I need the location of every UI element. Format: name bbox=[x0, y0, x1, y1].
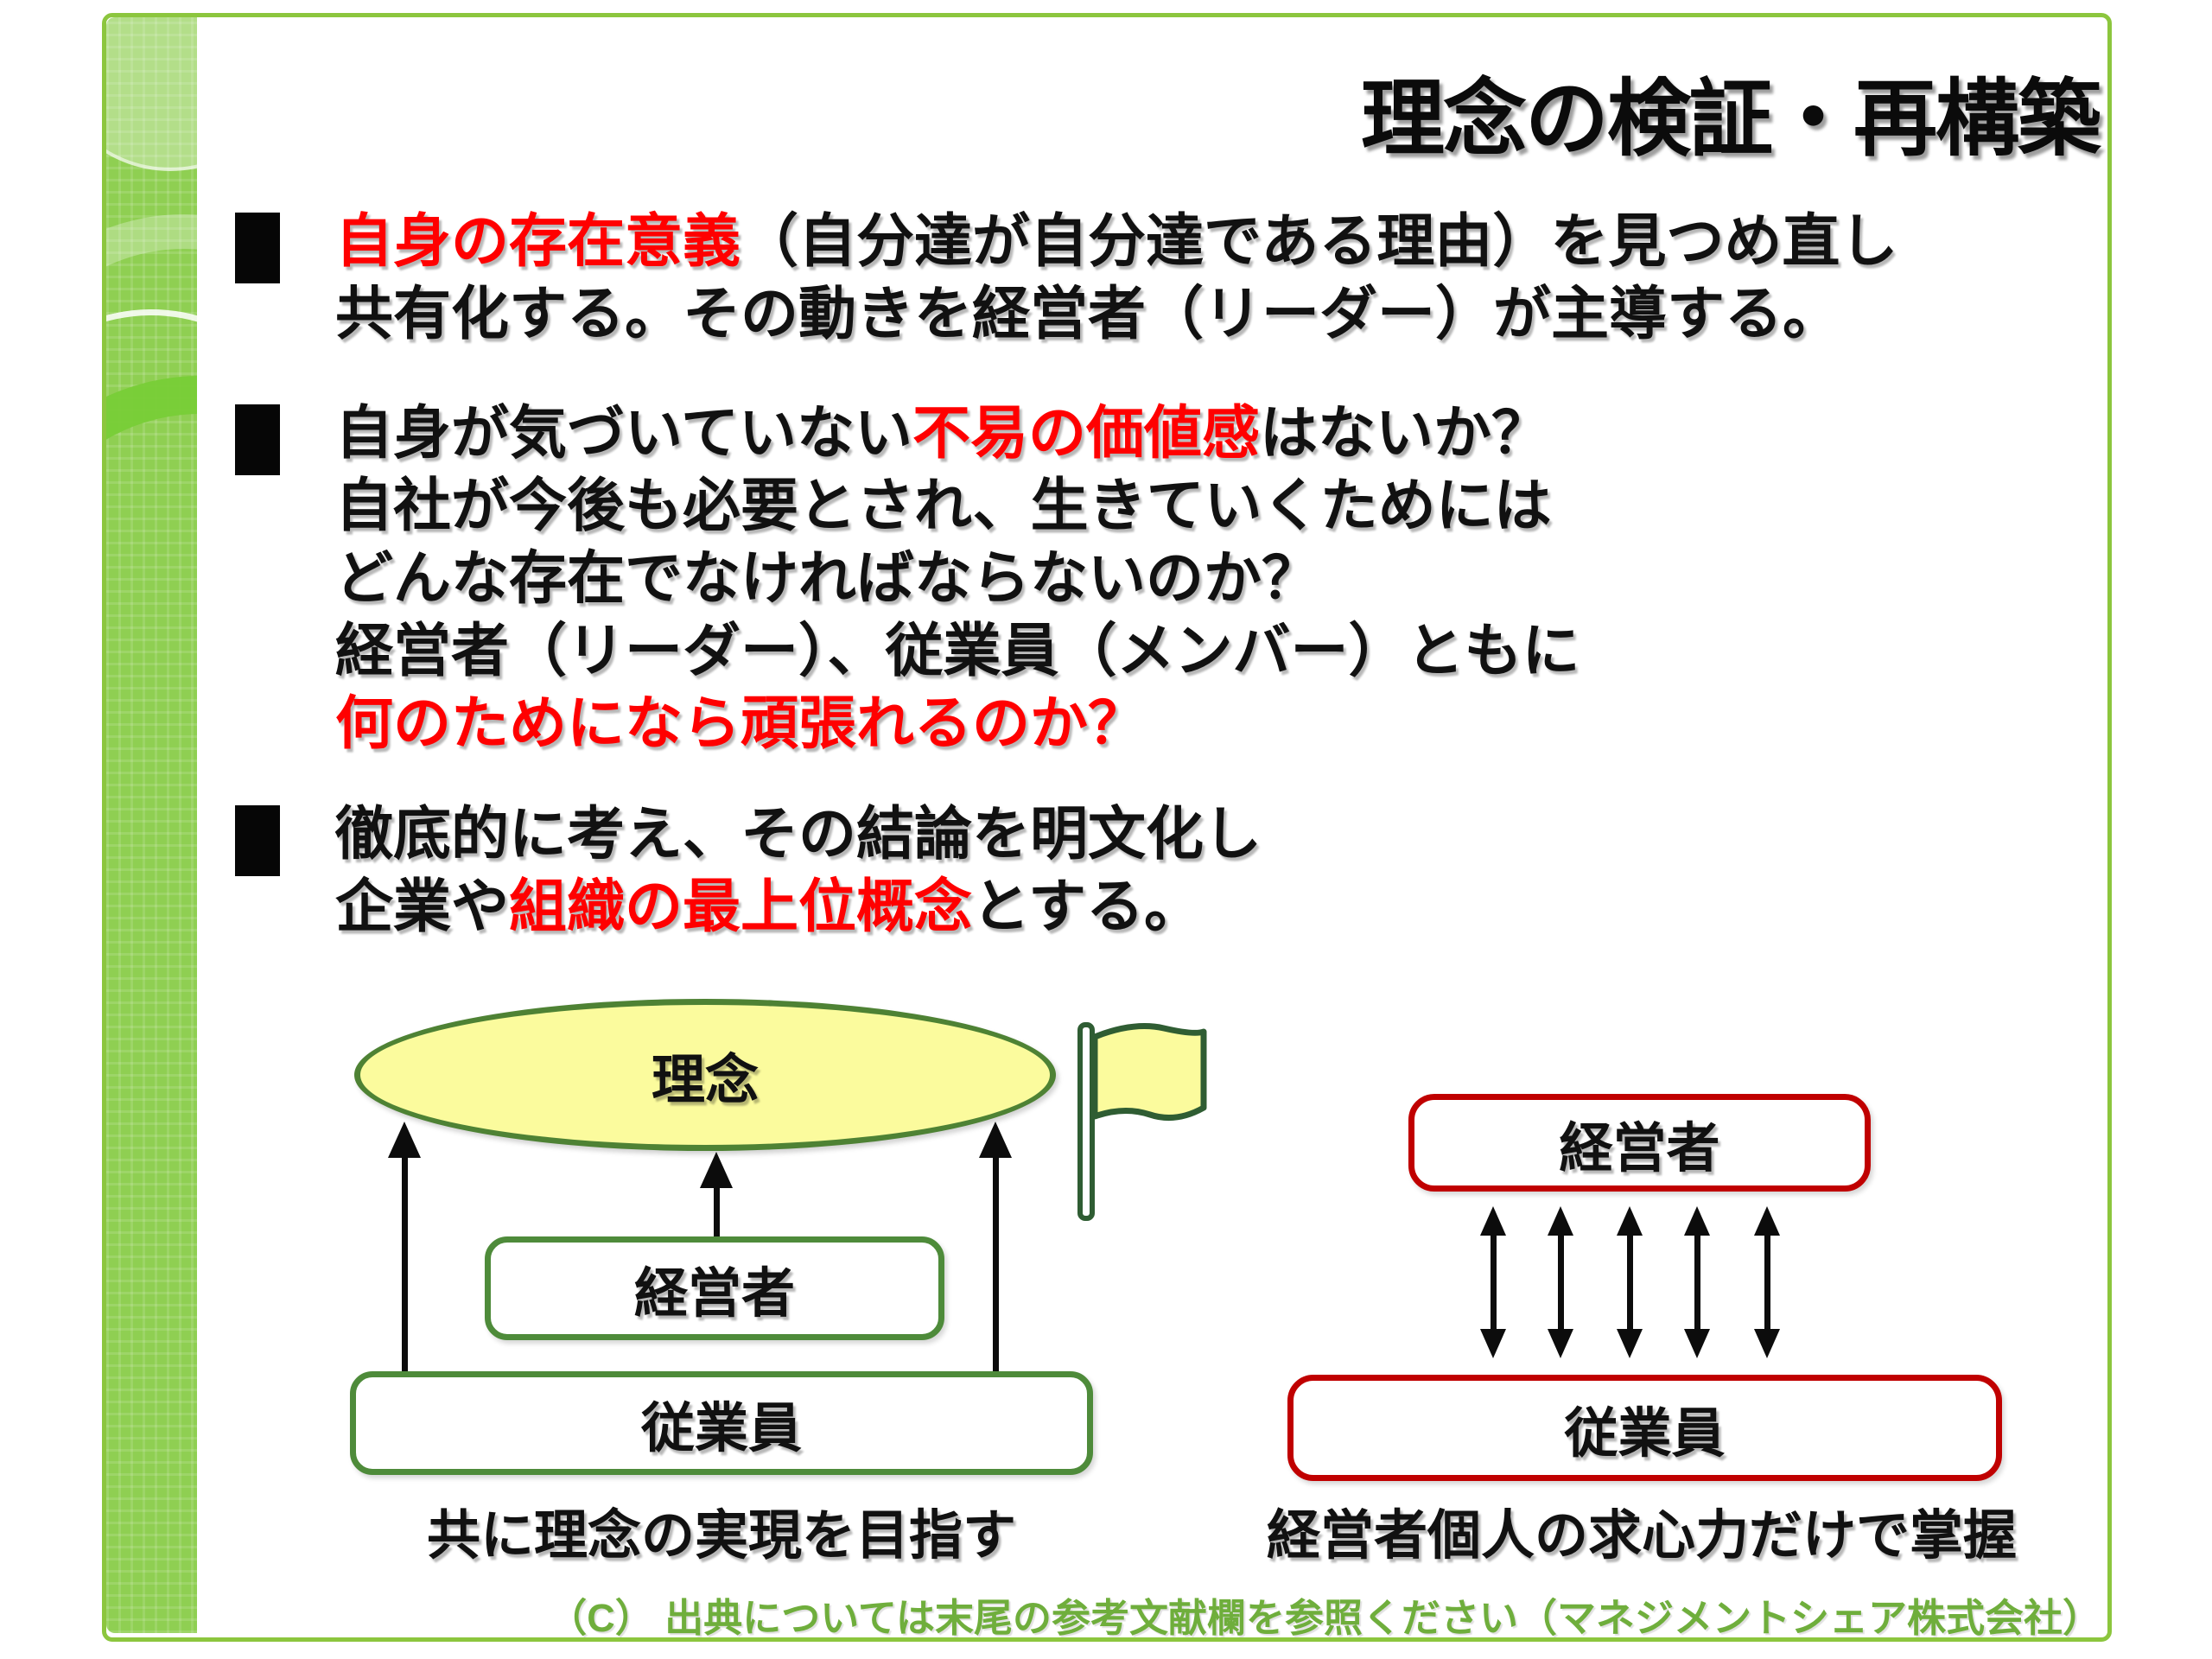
decorative-circle bbox=[106, 17, 197, 171]
slide-border-frame bbox=[102, 13, 2112, 1642]
employees-box-green: 従業員 bbox=[350, 1371, 1093, 1475]
diagram-right-caption: 経営者個人の求心力だけで掌握 bbox=[1266, 1506, 2017, 1566]
bullet-text: 自身の存在意義（自分達が自分達である理由）を見つめ直し 共有化する。その動きを経… bbox=[335, 209, 1898, 346]
double-arrow bbox=[1617, 1206, 1643, 1358]
employees-box-label: 従業員 bbox=[1564, 1403, 1726, 1464]
double-arrow bbox=[1684, 1206, 1710, 1358]
bullet-text: 自身が気づいていない不易の価値感はないか？ 自社が今後も必要とされ、生きていくた… bbox=[335, 401, 1580, 756]
up-arrow bbox=[388, 1122, 421, 1371]
decorative-arc bbox=[106, 340, 197, 860]
double-arrow bbox=[1480, 1206, 1506, 1358]
manager-box-red: 経営者 bbox=[1408, 1094, 1871, 1192]
bullet-item: 自身が気づいていない不易の価値感はないか？ 自社が今後も必要とされ、生きていくた… bbox=[235, 397, 2084, 760]
page-title: 理念の検証・再構築 bbox=[1361, 72, 2101, 166]
sidebar-decoration bbox=[106, 17, 197, 1633]
flag-icon bbox=[1077, 1022, 1207, 1221]
bullet-marker-icon bbox=[235, 404, 280, 475]
manager-box-label: 経営者 bbox=[1559, 1118, 1720, 1179]
bullet-text: 徹底的に考え、その結論を明文化し 企業や組織の最上位概念とする。 bbox=[335, 802, 1262, 939]
double-arrow bbox=[1754, 1206, 1780, 1358]
manager-box-green: 経営者 bbox=[485, 1236, 944, 1340]
employees-box-red: 従業員 bbox=[1287, 1375, 2002, 1481]
ellipse-label: 理念 bbox=[651, 1051, 759, 1110]
double-arrow bbox=[1548, 1206, 1573, 1358]
bullet-item: 徹底的に考え、その結論を明文化し 企業や組織の最上位概念とする。 bbox=[235, 798, 2084, 944]
philosophy-ellipse: 理念 bbox=[354, 999, 1056, 1151]
bullet-item: 自身の存在意義（自分達が自分達である理由）を見つめ直し 共有化する。その動きを経… bbox=[235, 206, 2084, 351]
up-arrow bbox=[700, 1152, 733, 1236]
bullet-marker-icon bbox=[235, 805, 280, 876]
diagram-left-caption: 共に理念の実現を目指す bbox=[426, 1506, 1016, 1566]
copyright-note: （C） 出典については末尾の参考文献欄を参照ください（マネジメントシェア株式会社… bbox=[548, 1596, 2101, 1640]
up-arrow bbox=[979, 1122, 1012, 1371]
employees-box-label: 従業員 bbox=[640, 1399, 802, 1459]
manager-box-label: 経営者 bbox=[633, 1264, 795, 1324]
bullet-marker-icon bbox=[235, 213, 280, 283]
